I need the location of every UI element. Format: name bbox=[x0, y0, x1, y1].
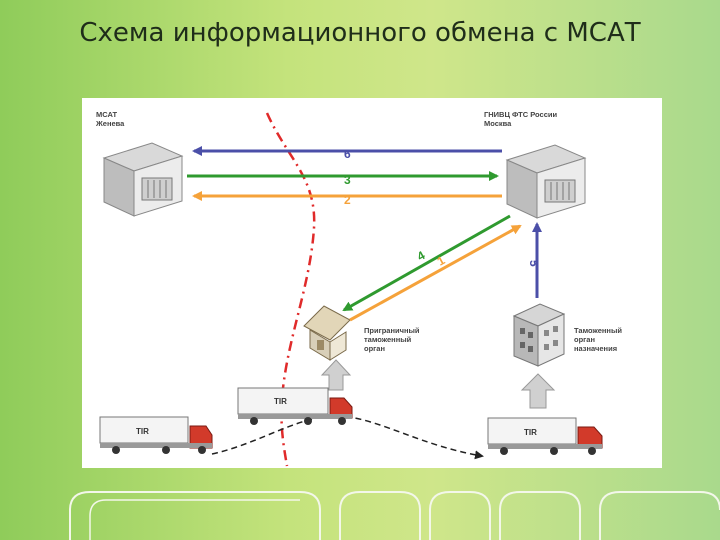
arrow-3-label: 3 bbox=[344, 173, 351, 187]
diagram-canvas: 6 3 2 4 1 5 TIR TIR bbox=[99, 112, 603, 467]
slide-title: Схема информационного обмена с МСАТ bbox=[79, 18, 641, 48]
tir-truck-2: TIR bbox=[237, 387, 353, 425]
mcat-building-icon bbox=[102, 142, 184, 217]
gnivc-building-icon bbox=[505, 144, 587, 219]
destination-customs-building-icon bbox=[512, 303, 566, 367]
tir-truck-1: TIR bbox=[99, 416, 213, 454]
arrow-4 bbox=[342, 214, 511, 312]
arrow-2-label: 2 bbox=[344, 193, 351, 207]
arrow-6-label: 6 bbox=[344, 147, 351, 161]
tir-label-2: TIR bbox=[274, 397, 287, 406]
mcat-node-label: МСАТ Женева bbox=[96, 110, 125, 128]
up-arrow-destination-icon bbox=[520, 373, 556, 409]
destination-customs-label: Таможенный орган назначения bbox=[574, 326, 622, 353]
up-arrow-border-icon bbox=[320, 359, 352, 391]
tir-label-3: TIR bbox=[524, 428, 537, 437]
arrow-4-label: 4 bbox=[415, 248, 428, 264]
arrow-1 bbox=[349, 224, 522, 322]
tir-truck-3: TIR bbox=[487, 417, 603, 455]
arrow-5-label: 5 bbox=[527, 260, 541, 267]
border-customs-house-icon bbox=[303, 305, 351, 361]
tir-label-1: TIR bbox=[136, 427, 149, 436]
truck-route-line bbox=[211, 415, 484, 460]
gnivc-node-label: ГНИВЦ ФТС России Москва bbox=[484, 110, 558, 128]
diagram-panel: 6 3 2 4 1 5 TIR TIR bbox=[82, 98, 662, 468]
decorative-arcs bbox=[69, 491, 720, 540]
arrow-1-label: 1 bbox=[435, 253, 448, 269]
border-customs-label: Приграничный таможенный орган bbox=[364, 326, 420, 353]
